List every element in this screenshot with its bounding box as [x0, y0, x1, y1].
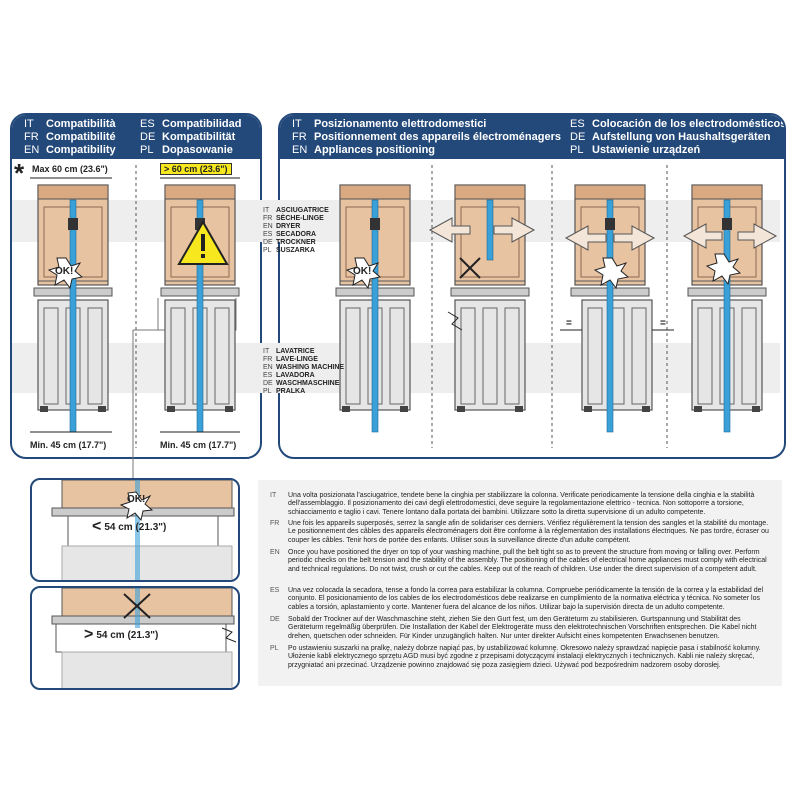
- asterisk-mark: *: [14, 158, 25, 188]
- max-width-label: Max 60 cm (23.6"): [32, 164, 108, 174]
- pos-stack-3: [560, 184, 674, 433]
- pos-equal-right: =: [660, 318, 666, 329]
- gap-ok-burst-label: OK!: [127, 494, 146, 505]
- gap-bad-inset: >54 cm (21.3"): [30, 586, 240, 690]
- pos-stack-2: [428, 184, 536, 413]
- compat-stack-warning: [160, 177, 240, 433]
- pos-ok-label-1: OK!: [353, 266, 372, 277]
- compat-stack-ok: [30, 177, 113, 433]
- pos-equal-left: =: [566, 318, 572, 329]
- gap-bad-illustration: [51, 588, 237, 688]
- gap-greater-label: >54 cm (21.3"): [84, 626, 159, 643]
- pos-stack-4: [682, 184, 778, 433]
- over-width-label: > 60 cm (23.6"): [160, 163, 232, 175]
- pos-stack-1: [335, 184, 415, 433]
- min-width-label-2: Min. 45 cm (17.7"): [160, 440, 237, 450]
- compat-ok-label: OK!: [55, 266, 74, 277]
- min-width-label-1: Min. 45 cm (17.7"): [30, 440, 107, 450]
- gap-ok-illustration: [51, 480, 235, 580]
- gap-less-label: <54 cm (21.3"): [92, 518, 167, 535]
- gap-ok-inset: OK! <54 cm (21.3"): [30, 478, 240, 582]
